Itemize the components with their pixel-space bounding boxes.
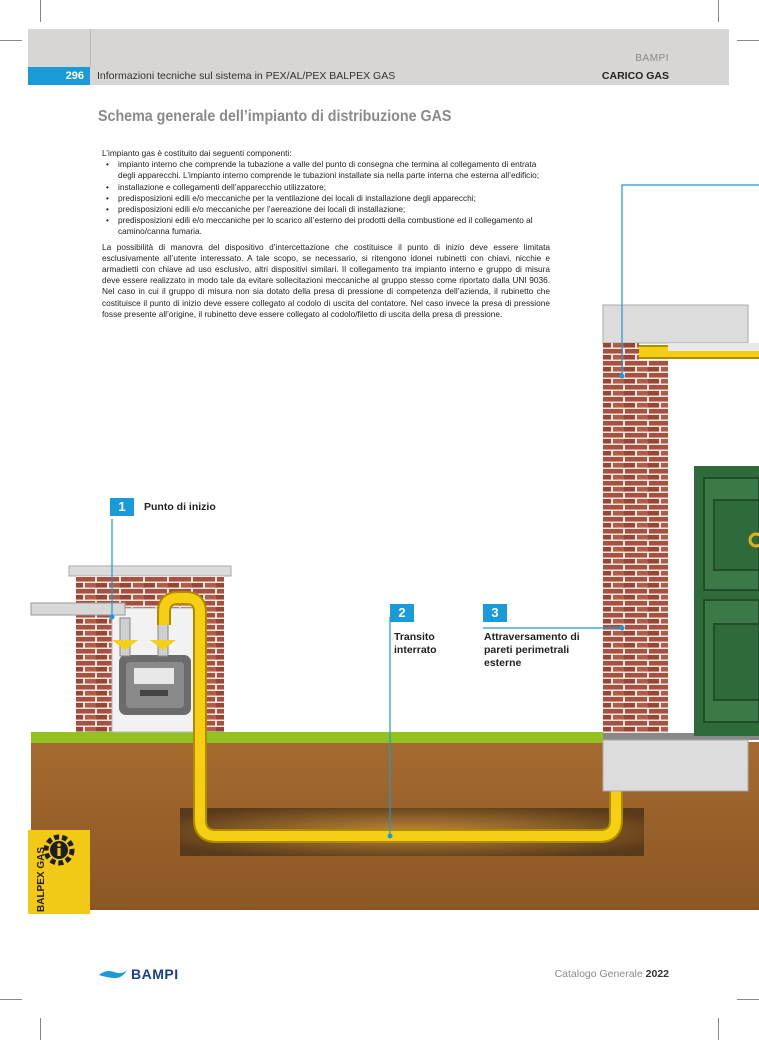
- crop-mark: [0, 40, 22, 41]
- header-title: Informazioni tecniche sul sistema in PEX…: [97, 70, 396, 82]
- grass: [31, 732, 604, 743]
- component-list: impianto interno che comprende la tubazi…: [102, 159, 550, 237]
- crop-mark: [40, 0, 41, 22]
- list-item: predisposizioni edili e/o meccaniche per…: [102, 215, 550, 237]
- side-tab-label: BALPEX GAS: [36, 846, 47, 912]
- label-line: Transito: [394, 631, 435, 643]
- leader-line-4: [621, 184, 759, 376]
- label-line: Attraversamento di: [484, 631, 580, 643]
- side-tab: [28, 830, 90, 914]
- crop-mark: [718, 1018, 719, 1040]
- meter-cabinet-cap: [68, 565, 232, 577]
- foundation-block: [602, 739, 749, 792]
- roof-slab: [602, 304, 749, 344]
- header-bar: [28, 67, 729, 85]
- list-item: impianto interno che comprende la tubazi…: [102, 159, 550, 181]
- bampi-logo-icon: [99, 970, 127, 979]
- label-line: interrato: [394, 644, 437, 656]
- leader-dot: [619, 373, 625, 379]
- body-text: L’impianto gas è costituito dai seguenti…: [102, 148, 550, 320]
- label-attraversamento: Attraversamento di pareti perimetrali es…: [484, 631, 580, 670]
- gas-meter-icon: [119, 655, 191, 715]
- header-section: CARICO GAS: [601, 70, 669, 82]
- footer-logo-text: BAMPI: [131, 966, 179, 982]
- leader-dot: [387, 833, 393, 839]
- footer-year: 2022: [645, 968, 669, 980]
- door: [694, 466, 759, 736]
- list-item: predisposizioni edili e/o meccaniche per…: [102, 193, 550, 204]
- label-punto-di-inizio: Punto di inizio: [144, 501, 216, 513]
- supply-pipe: [30, 602, 126, 616]
- crop-mark: [737, 40, 759, 41]
- footer-logo: BAMPI: [98, 966, 179, 982]
- label-line: esterne: [484, 657, 522, 669]
- footer-catalog: Catalogo Generale 2022: [555, 968, 669, 980]
- crop-mark: [718, 0, 719, 22]
- footer-catalog-text: Catalogo Generale: [554, 968, 643, 980]
- label-transito-interrato: Transito interrato: [394, 631, 437, 657]
- label-number-1: 1: [110, 498, 134, 516]
- list-item: predisposizioni edili e/o meccaniche per…: [102, 204, 550, 215]
- page-title: Schema generale dell’impianto di distrib…: [98, 108, 452, 125]
- leader-dot: [619, 625, 625, 631]
- list-item: installazione e collegamenti dell’appare…: [102, 182, 550, 193]
- page-number: 296: [28, 67, 90, 85]
- intro-text: L’impianto gas è costituito dai seguenti…: [102, 148, 292, 158]
- building-wall-right: [632, 360, 668, 733]
- foundation: [603, 733, 759, 740]
- label-number-3: 3: [483, 604, 507, 622]
- wall-light-band: [668, 343, 759, 351]
- leader-dot: [109, 614, 115, 620]
- label-number-2: 2: [390, 604, 414, 622]
- crop-mark: [737, 999, 759, 1000]
- body-paragraph: La possibilità di manovra del dispositiv…: [102, 241, 550, 319]
- header-brand: BAMPI: [635, 53, 669, 64]
- header-divider: [90, 29, 91, 67]
- label-line: pareti perimetrali: [484, 644, 570, 656]
- crop-mark: [40, 1018, 41, 1040]
- gear-info-icon: [43, 834, 75, 866]
- crop-mark: [0, 999, 22, 1000]
- header-band: [28, 29, 729, 67]
